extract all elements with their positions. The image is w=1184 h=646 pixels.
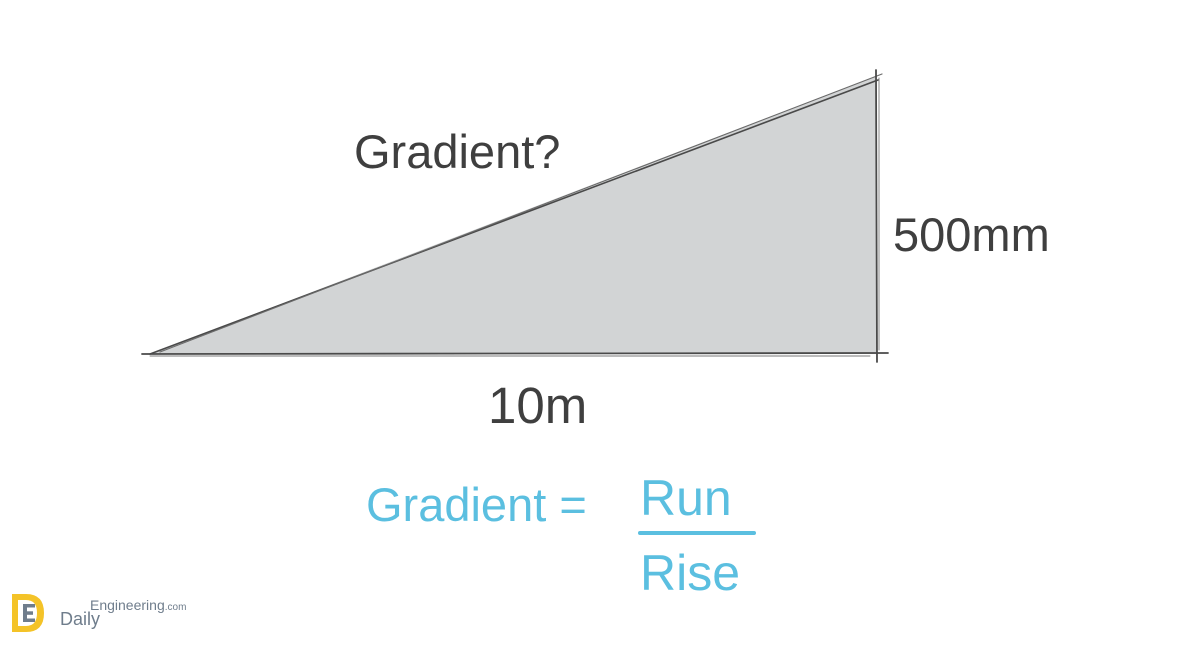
gradient-question-label: Gradient? (354, 125, 561, 178)
base-length-label: 10m (488, 377, 588, 434)
logo-domain-suffix: .com (164, 602, 187, 613)
fraction-bar (638, 531, 756, 535)
base-line (141, 352, 889, 355)
de-logo-icon (12, 594, 44, 632)
slope-triangle (150, 76, 876, 354)
hypotenuse-line (149, 79, 879, 355)
hypotenuse-line-sketch (159, 73, 883, 353)
logo-daily-text: Daily (60, 609, 101, 629)
height-line (875, 69, 878, 363)
logo-engineering-text: Engineering.com (90, 598, 186, 613)
formula-denominator: Rise (640, 545, 741, 601)
formula-left-side: Gradient = (366, 478, 587, 531)
logo-engineering-word: Engineering (90, 597, 165, 613)
formula-numerator: Run (640, 470, 732, 526)
daily-engineering-logo: Engineering.com Daily (10, 590, 250, 638)
height-label: 500mm (893, 208, 1050, 261)
